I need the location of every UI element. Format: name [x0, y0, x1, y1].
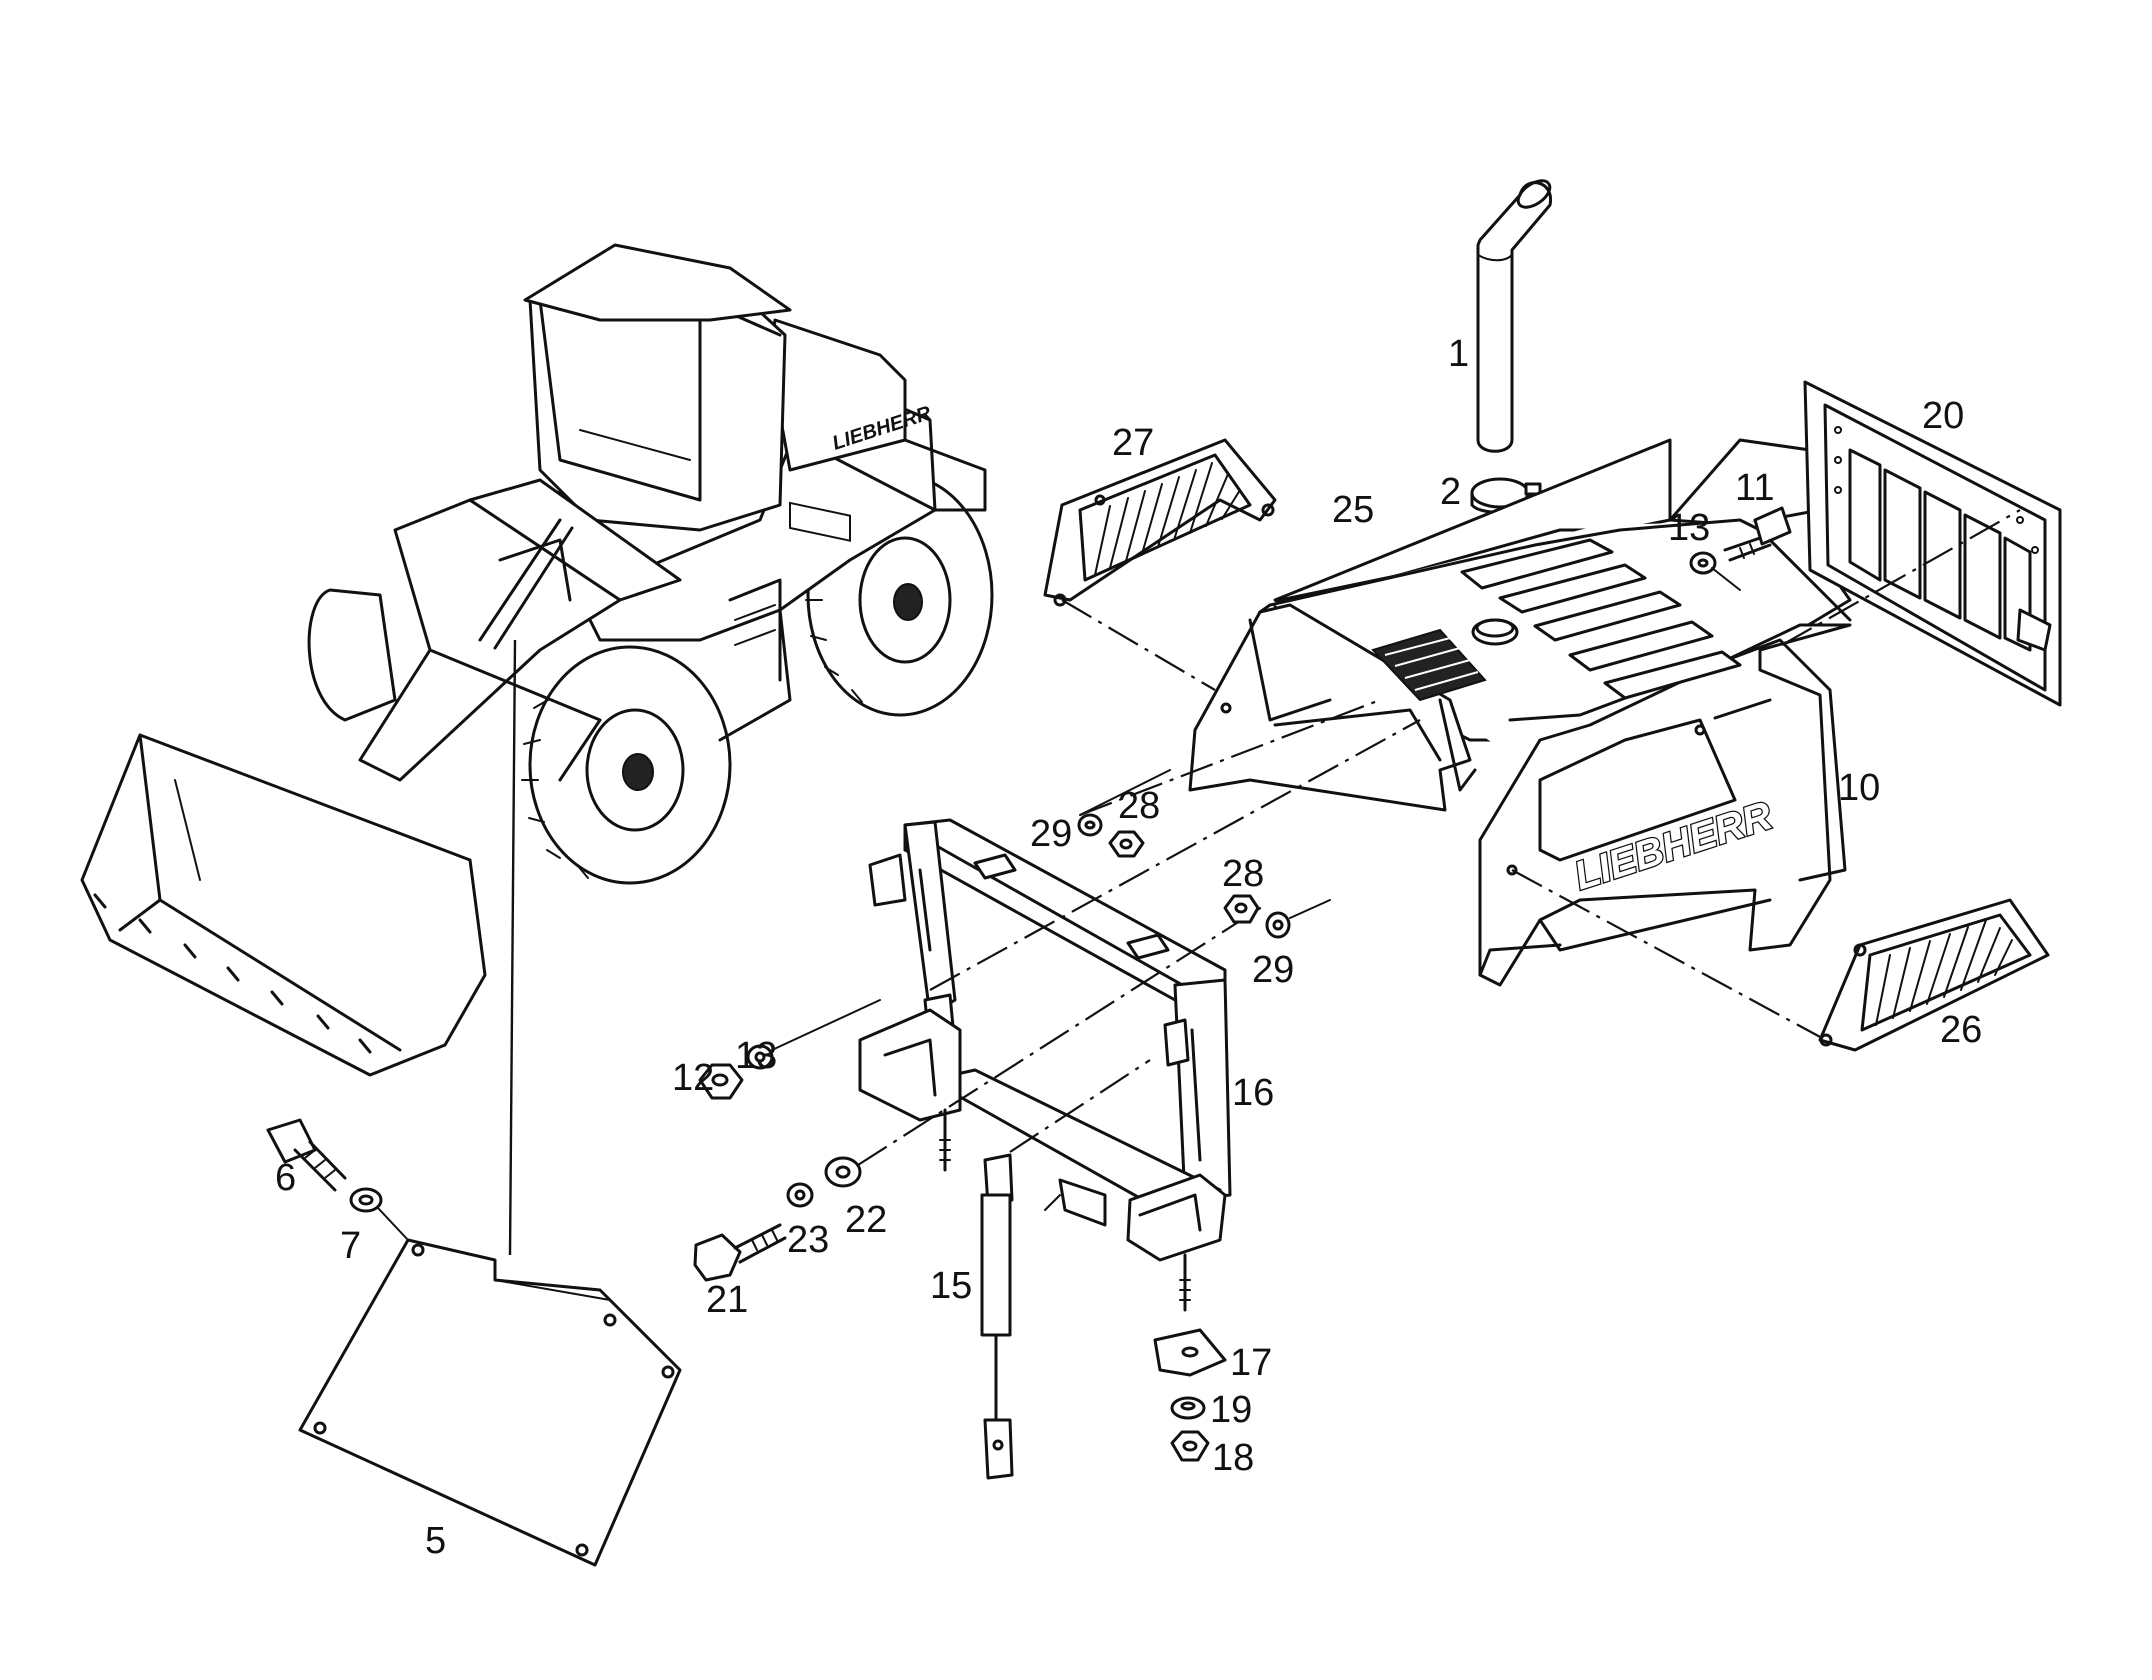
- callout-6: 6: [275, 1157, 296, 1199]
- callout-20: 20: [1922, 395, 1964, 437]
- rear-grille: [1803, 380, 2062, 707]
- callout-17: 17: [1230, 1342, 1272, 1384]
- callout-29-lower: 29: [1252, 949, 1294, 991]
- washer-7: [349, 1187, 383, 1213]
- callout-28-upper: 28: [1118, 785, 1160, 827]
- bolt-6: [266, 1118, 347, 1192]
- callout-5: 5: [425, 1520, 446, 1562]
- side-grille-right: [1818, 898, 2050, 1052]
- nut-28-lower: [1223, 894, 1260, 924]
- nut-28-upper: [1108, 830, 1145, 858]
- callout-27: 27: [1112, 422, 1154, 464]
- washer-29-upper: [1077, 813, 1103, 837]
- callout-28-lower: 28: [1222, 853, 1264, 895]
- engine-hood: LIEBHERR: [1188, 438, 1852, 987]
- wheel-loader-illustration: LIEBHERR: [80, 243, 994, 1077]
- washer-22: [824, 1156, 862, 1188]
- callout-15: 15: [930, 1265, 972, 1307]
- rubber-mount: [1153, 1328, 1227, 1377]
- callout-2: 2: [1440, 471, 1461, 513]
- callout-labels: 1 2 5 6 7 10 11 12 13 13 15 16 17 18 19 …: [275, 333, 1982, 1562]
- callout-11: 11: [1735, 467, 1774, 509]
- exhaust-pipe: [1476, 179, 1552, 453]
- callout-18: 18: [1212, 1437, 1254, 1479]
- callout-26: 26: [1940, 1009, 1982, 1051]
- nut-18: [1170, 1430, 1210, 1462]
- washer-13-top: [1689, 551, 1717, 575]
- washer-13-bottom: [746, 1044, 774, 1070]
- callout-7: 7: [340, 1225, 361, 1267]
- callout-19: 19: [1210, 1389, 1252, 1431]
- callout-29-upper: 29: [1030, 813, 1072, 855]
- bolt-11: [1723, 506, 1792, 562]
- callout-13-top: 13: [1668, 507, 1710, 549]
- callout-16: 16: [1232, 1072, 1274, 1114]
- nut-12: [698, 1063, 744, 1100]
- gas-spring: [980, 1153, 1014, 1480]
- callout-22: 22: [845, 1199, 887, 1241]
- callout-10: 10: [1838, 767, 1880, 809]
- callout-12: 12: [672, 1057, 714, 1099]
- bottom-plate: [298, 1238, 682, 1567]
- callout-13-bottom: 13: [735, 1035, 777, 1077]
- washer-29-lower: [1265, 911, 1291, 939]
- bolt-21: [693, 1223, 787, 1282]
- callout-21: 21: [706, 1279, 748, 1321]
- side-grille-left: [1043, 438, 1277, 607]
- callout-23: 23: [787, 1219, 829, 1261]
- washer-23: [786, 1182, 814, 1208]
- support-frame: [858, 818, 1232, 1312]
- callout-1: 1: [1448, 333, 1469, 375]
- callout-25: 25: [1332, 489, 1374, 531]
